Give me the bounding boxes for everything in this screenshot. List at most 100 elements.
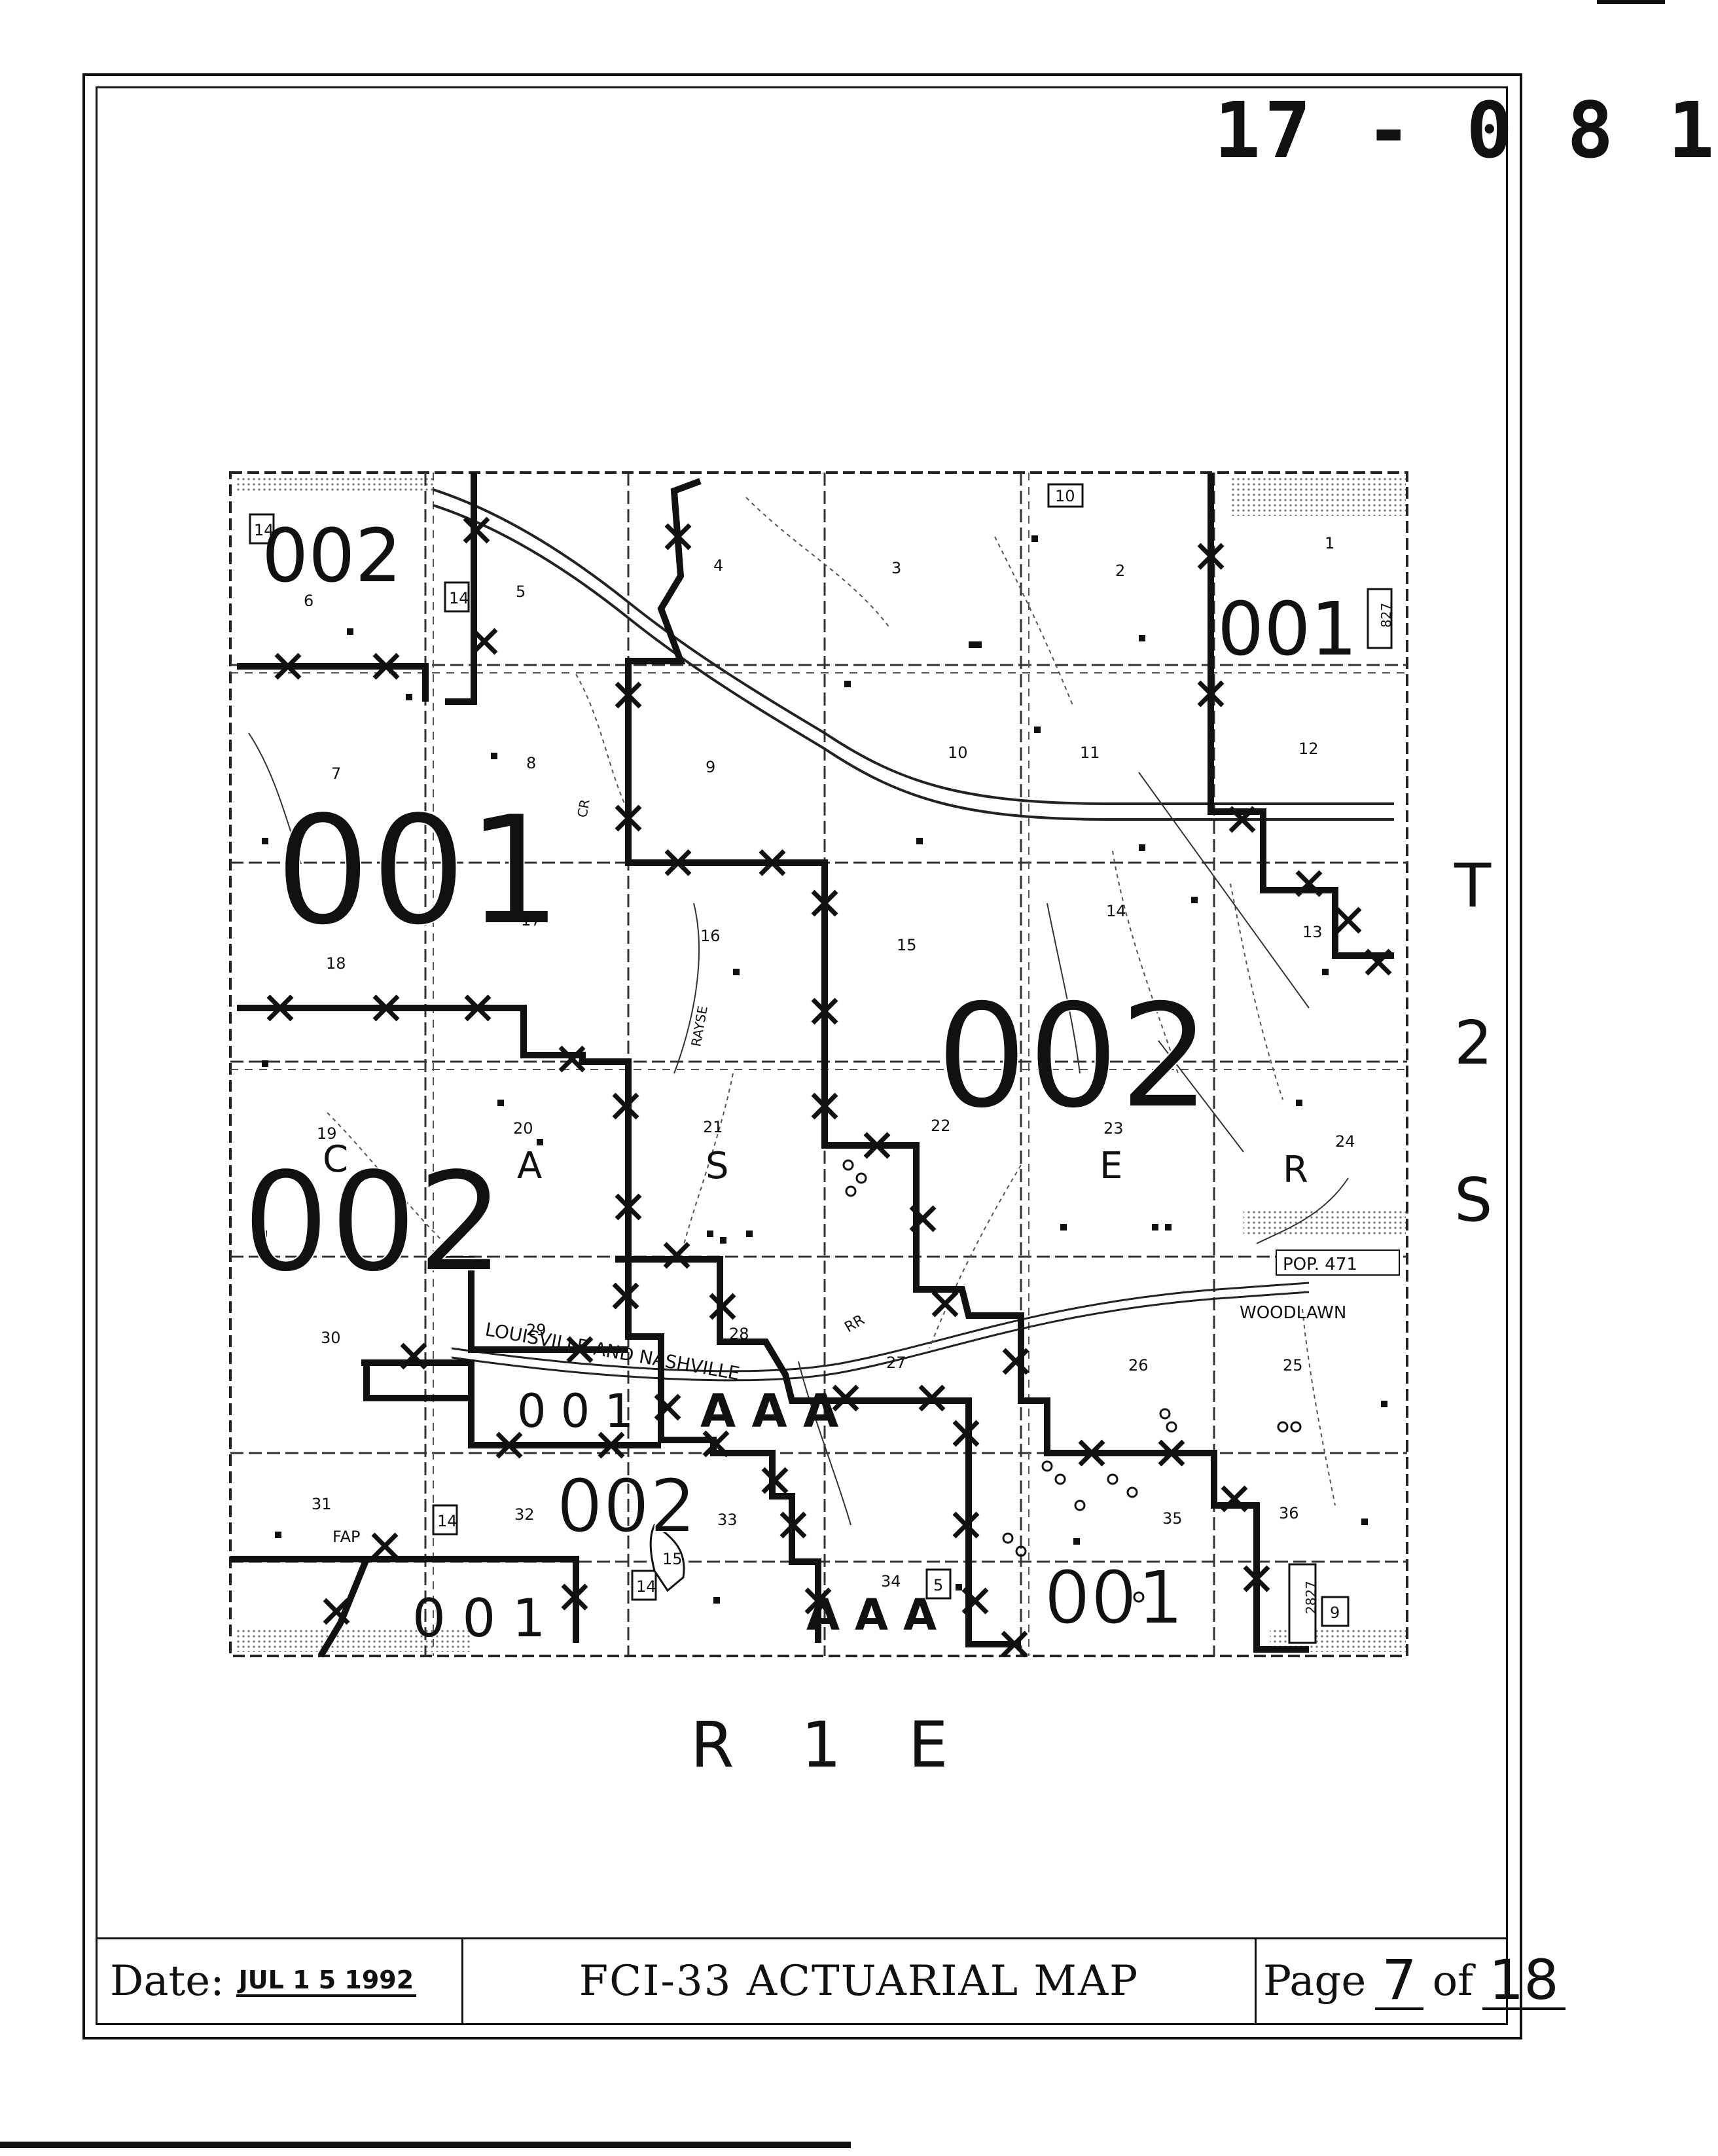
zone-label-001-topright: 001 — [1217, 587, 1357, 672]
section-number: 22 — [931, 1117, 951, 1135]
zone-label-001-small: 0 0 1 — [517, 1384, 634, 1438]
county-letter-c: C — [323, 1138, 348, 1181]
section-number: 26 — [1128, 1356, 1149, 1374]
section-number: 14 — [1106, 902, 1126, 920]
boundary-markers — [266, 516, 1392, 1658]
section-number: 21 — [703, 1118, 723, 1136]
section-number: 23 — [1103, 1119, 1124, 1138]
page-total: 18 — [1482, 1952, 1566, 2010]
section-number: 5 — [516, 583, 526, 601]
township-number: 2 — [1454, 1008, 1493, 1078]
page-label: Page — [1263, 1957, 1367, 2005]
section-number: 10 — [948, 744, 968, 762]
township-letter-s: S — [1454, 1165, 1493, 1235]
county-letter-r: R — [1283, 1149, 1308, 1191]
section-number: 12 — [1298, 740, 1319, 758]
zone-label-002-left: 002 — [242, 1142, 505, 1303]
route-shield-label: 14 — [254, 521, 274, 539]
route-shield-label: 14 — [449, 589, 469, 607]
town-label-woodlawn: WOODLAWN — [1240, 1303, 1346, 1323]
map-title: FCI-33 ACTUARIAL MAP — [579, 1957, 1139, 2005]
footer-title-cell: FCI-33 ACTUARIAL MAP — [463, 1939, 1257, 2023]
population-label: POP. 471 — [1283, 1255, 1357, 1274]
route-15-shield — [649, 1523, 685, 1592]
county-road-label: CR — [574, 798, 592, 819]
section-number: 8 — [526, 754, 536, 772]
section-number: 24 — [1335, 1132, 1355, 1151]
of-label: of — [1432, 1957, 1473, 2005]
stipple-top-left — [237, 476, 433, 494]
date-label: Date: — [110, 1957, 224, 2005]
zone-label-001-left: 001 — [275, 784, 562, 959]
railroad — [451, 1282, 1310, 1382]
section-number: 33 — [717, 1511, 738, 1529]
footer-page-cell: Page 7 of 18 — [1257, 1939, 1566, 2023]
section-number: 20 — [513, 1119, 533, 1138]
route-shield-label: 9 — [1330, 1604, 1340, 1622]
section-number: 18 — [326, 954, 346, 973]
section-number: 2 — [1115, 562, 1125, 580]
fap-label: FAP — [332, 1528, 361, 1546]
route-shield-label: 14 — [636, 1577, 656, 1596]
section-number: 35 — [1162, 1509, 1183, 1528]
township-letter-t: T — [1454, 851, 1492, 921]
section-number: 13 — [1302, 923, 1323, 941]
page-border-outer — [82, 73, 1522, 2039]
actuarial-map: 002 001 001 002 002 0 0 1 A A A 002 0 0 … — [229, 471, 1408, 1658]
section-number: 25 — [1283, 1356, 1303, 1374]
section-number: 4 — [713, 556, 723, 575]
route-shields — [249, 483, 1393, 1644]
section-number: 31 — [312, 1495, 332, 1513]
zone-label-002-bottom: 002 — [556, 1464, 696, 1549]
zone-label-001-bottomleft: 0 0 1 — [412, 1588, 546, 1649]
route-shield-label: 15 — [662, 1550, 683, 1568]
range-label: R 1 E — [690, 1708, 972, 1782]
section-number: 17 — [521, 911, 541, 929]
section-number: 34 — [881, 1572, 901, 1590]
section-number: 3 — [891, 559, 901, 577]
creeks — [248, 732, 1349, 1526]
section-number: 9 — [706, 758, 715, 776]
section-number: 6 — [304, 592, 313, 610]
route-shield-label: 827 — [1378, 603, 1394, 628]
section-number: 32 — [514, 1505, 535, 1524]
zone-label-aaa-bottom: A A A — [806, 1590, 937, 1640]
route-shield-label: 2827 — [1303, 1581, 1319, 1614]
county-letter-a: A — [517, 1145, 542, 1187]
footer-date-cell: Date: JUL 1 5 1992 — [96, 1939, 463, 2023]
scan-edge-mark — [1597, 0, 1665, 4]
section-number: 1 — [1325, 534, 1334, 552]
footer-title-block: Date: JUL 1 5 1992 FCI-33 ACTUARIAL MAP … — [96, 1937, 1566, 2023]
route-shield-label: 10 — [1055, 487, 1075, 505]
document-id: 17 - 0 8 1 — [1214, 85, 1718, 175]
section-number: 27 — [886, 1354, 906, 1372]
route-shield-label: 14 — [437, 1512, 457, 1530]
section-number: 15 — [897, 936, 917, 954]
section-number: 7 — [331, 764, 341, 783]
route-shield-label: 5 — [933, 1576, 943, 1594]
scan-bottom-edge — [0, 2142, 851, 2148]
zone-label-002-topleft: 002 — [262, 514, 402, 599]
stipple-woodlawn — [1244, 1210, 1406, 1236]
page-border-inner — [96, 86, 1508, 2025]
section-number: 11 — [1080, 744, 1100, 762]
section-number: 36 — [1279, 1504, 1299, 1522]
section-number: 16 — [700, 927, 721, 945]
page-number: 7 — [1375, 1952, 1423, 2010]
zone-label-aaa-center: A A A — [700, 1384, 838, 1438]
stipple-top-right — [1230, 476, 1406, 516]
interstate — [433, 488, 1394, 821]
section-number: 30 — [321, 1329, 341, 1347]
section-number: 28 — [729, 1325, 749, 1343]
county-letter-s: S — [706, 1145, 729, 1187]
section-number: 19 — [317, 1124, 337, 1143]
section-number: 29 — [526, 1321, 546, 1339]
streams — [327, 497, 1336, 1506]
date-stamp: JUL 1 5 1992 — [236, 1966, 417, 1997]
sinkholes — [842, 1159, 1302, 1603]
county-letter-e: E — [1100, 1145, 1122, 1187]
buildings — [260, 535, 1387, 1604]
zone-boundaries — [230, 473, 1394, 1658]
zone-label-002-center: 002 — [936, 973, 1211, 1140]
zone-label-001-bottomright: 001 — [1044, 1556, 1184, 1641]
